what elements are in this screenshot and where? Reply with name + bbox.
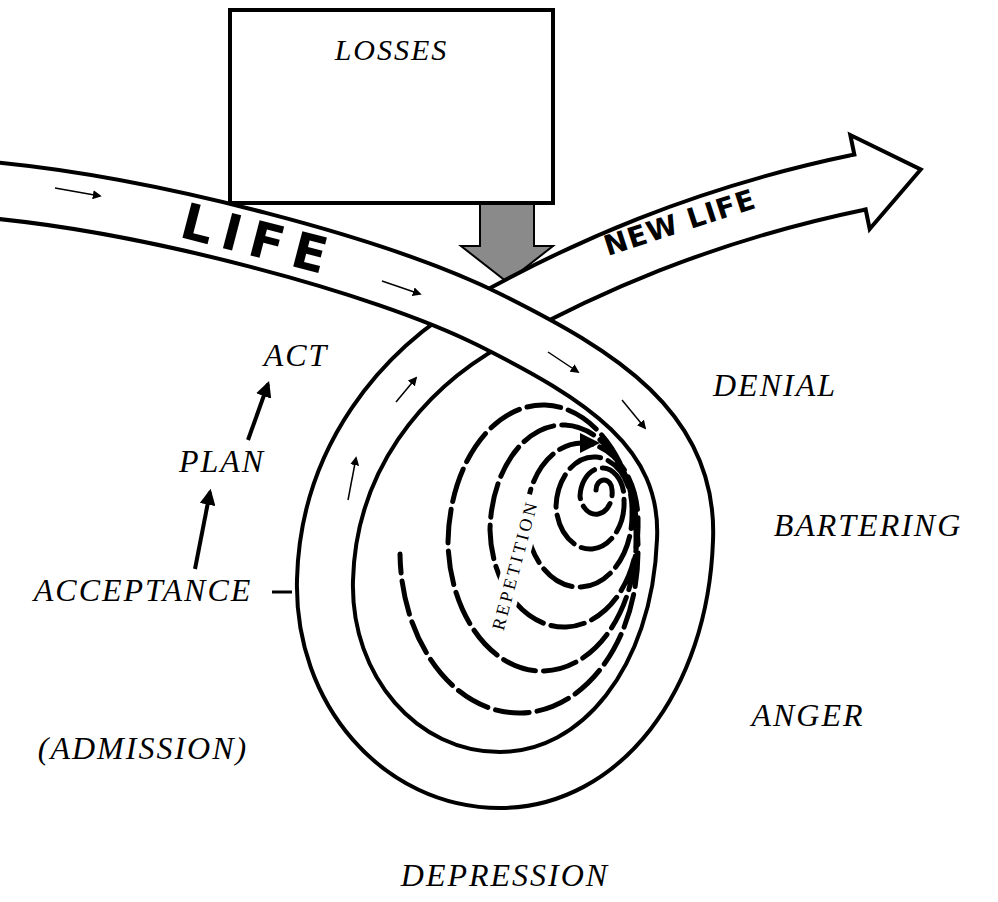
stage-label: BARTERING <box>774 507 963 543</box>
step-arrow <box>195 492 210 569</box>
stage-label-holder: DENIAL <box>713 369 837 401</box>
box-title: LOSSES <box>335 33 449 66</box>
flow-arrow <box>396 378 416 402</box>
repetition-spiral <box>400 405 638 713</box>
flow-arrow <box>622 400 645 428</box>
flow-arrow <box>55 188 100 196</box>
step-label-holder: ACT <box>264 339 329 371</box>
step-label: ACT <box>264 337 329 373</box>
stage-label-holder: ANGER <box>751 699 864 731</box>
stage-label: DEPRESSION <box>401 857 609 893</box>
stage-label: DENIAL <box>713 367 837 403</box>
stage-label-holder: ACCEPTANCE <box>34 574 253 606</box>
spiral-arrow-head <box>580 433 600 453</box>
step-label-holder: PLAN <box>179 445 265 477</box>
stage-label-holder: BARTERING <box>774 509 963 541</box>
stage-label-holder: (ADMISSION) <box>38 732 248 764</box>
leader-dash <box>272 591 292 594</box>
stage-label-holder: DEPRESSION <box>401 859 609 891</box>
step-arrow <box>248 384 268 440</box>
flow-arrow <box>382 281 420 294</box>
loss-box: LOSSES <box>228 8 555 205</box>
band-arrow-head <box>850 135 920 229</box>
life-strand-edge <box>0 190 685 780</box>
spiral-label-holder: REPETITION <box>485 492 545 637</box>
band-joint <box>856 181 863 182</box>
stage-label: ANGER <box>751 697 864 733</box>
life-strand <box>0 190 685 780</box>
flow-arrow <box>548 352 578 372</box>
stage-label: (ADMISSION) <box>38 730 248 766</box>
spiral-label: REPETITION <box>488 498 542 633</box>
stage-label: ACCEPTANCE <box>34 572 253 608</box>
flow-arrow <box>348 458 356 500</box>
step-label: PLAN <box>179 443 265 479</box>
box-title-holder: LOSSES <box>335 35 449 65</box>
band-label: LIFE <box>175 192 343 288</box>
